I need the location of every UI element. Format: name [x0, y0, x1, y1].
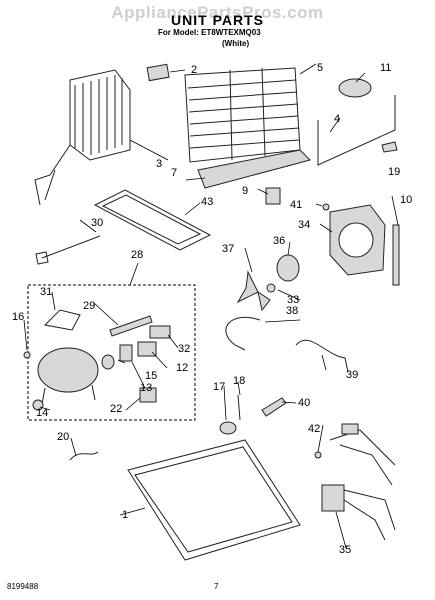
callout: 13 [140, 382, 152, 394]
callout: 18 [233, 375, 245, 387]
sensor-tube [317, 95, 396, 166]
drain-tray [197, 149, 311, 189]
evaporator [184, 67, 301, 163]
callout: 11 [380, 62, 391, 74]
screw-42 [314, 451, 322, 459]
callout: 14 [36, 407, 48, 419]
relay-32 [149, 325, 171, 339]
frame-43 [93, 189, 212, 251]
fan-motor [276, 254, 300, 282]
hose-39 [295, 339, 349, 373]
screw-16 [23, 351, 31, 359]
callout: 43 [201, 196, 213, 208]
callout: 28 [131, 249, 143, 261]
callout: 29 [83, 300, 95, 312]
callout: 31 [40, 286, 52, 298]
kit-box-28 [27, 284, 196, 421]
compressor [37, 347, 99, 405]
callout: 41 [290, 199, 302, 211]
callout: 37 [222, 243, 234, 255]
watermark: AppliancePartsPros.com [111, 3, 324, 22]
callout: 2 [191, 64, 197, 76]
tube-38 [225, 316, 261, 351]
callout: 32 [178, 343, 190, 355]
callout: 10 [400, 194, 412, 206]
callout-labels: 1 2 3 4 5 7 9 10 11 12 13 14 15 16 17 18… [12, 62, 412, 556]
callout: 17 [213, 381, 225, 393]
bar-40 [261, 397, 287, 417]
callout: 4 [334, 113, 340, 125]
relay-12 [137, 341, 157, 357]
condenser-coil [34, 69, 131, 206]
sensor-plug [381, 141, 398, 153]
callout: 35 [339, 544, 351, 556]
callout: 15 [145, 370, 157, 382]
fan-shroud [329, 204, 386, 276]
page-number: 7 [214, 582, 219, 591]
connector-22 [139, 387, 157, 403]
leader-lines [23, 63, 399, 549]
nut-33 [266, 283, 276, 293]
base-plate [127, 439, 301, 561]
model-line: For Model: ET8WTEXMQ03 [158, 28, 261, 37]
callout: 34 [298, 219, 310, 231]
part-17 [219, 421, 237, 435]
page-title: UNIT PARTS [171, 12, 264, 28]
color-line: (White) [222, 39, 250, 48]
callout: 19 [388, 166, 400, 178]
callout: 22 [110, 403, 122, 415]
callout: 33 [287, 294, 299, 306]
pad-part [146, 63, 170, 82]
callout: 30 [91, 217, 103, 229]
callout: 3 [156, 158, 162, 170]
callout: 9 [242, 185, 248, 197]
strip-10 [392, 224, 400, 286]
callout: 16 [12, 311, 24, 323]
bolt-18 [237, 394, 241, 421]
bracket-9 [265, 187, 281, 205]
callout: 39 [346, 369, 358, 381]
relay-15 [119, 344, 133, 362]
callout: 1 [122, 509, 128, 521]
callout: 40 [298, 397, 310, 409]
relay-31 [43, 309, 81, 331]
cap-part [338, 78, 372, 98]
doc-number: 8199488 [7, 582, 39, 591]
callout: 36 [273, 235, 285, 247]
screw-41 [322, 203, 330, 211]
wire-20 [69, 451, 99, 461]
callout: 38 [286, 305, 298, 317]
capacitor-29 [109, 315, 153, 337]
fan-blade [236, 270, 271, 312]
grommet-13 [101, 354, 115, 370]
power-cord [35, 235, 101, 265]
wire-harness [321, 423, 396, 541]
callout: 20 [57, 431, 69, 443]
callout: 42 [308, 423, 320, 435]
callout: 7 [171, 167, 177, 179]
callout: 12 [176, 362, 188, 374]
callout: 5 [317, 62, 323, 74]
